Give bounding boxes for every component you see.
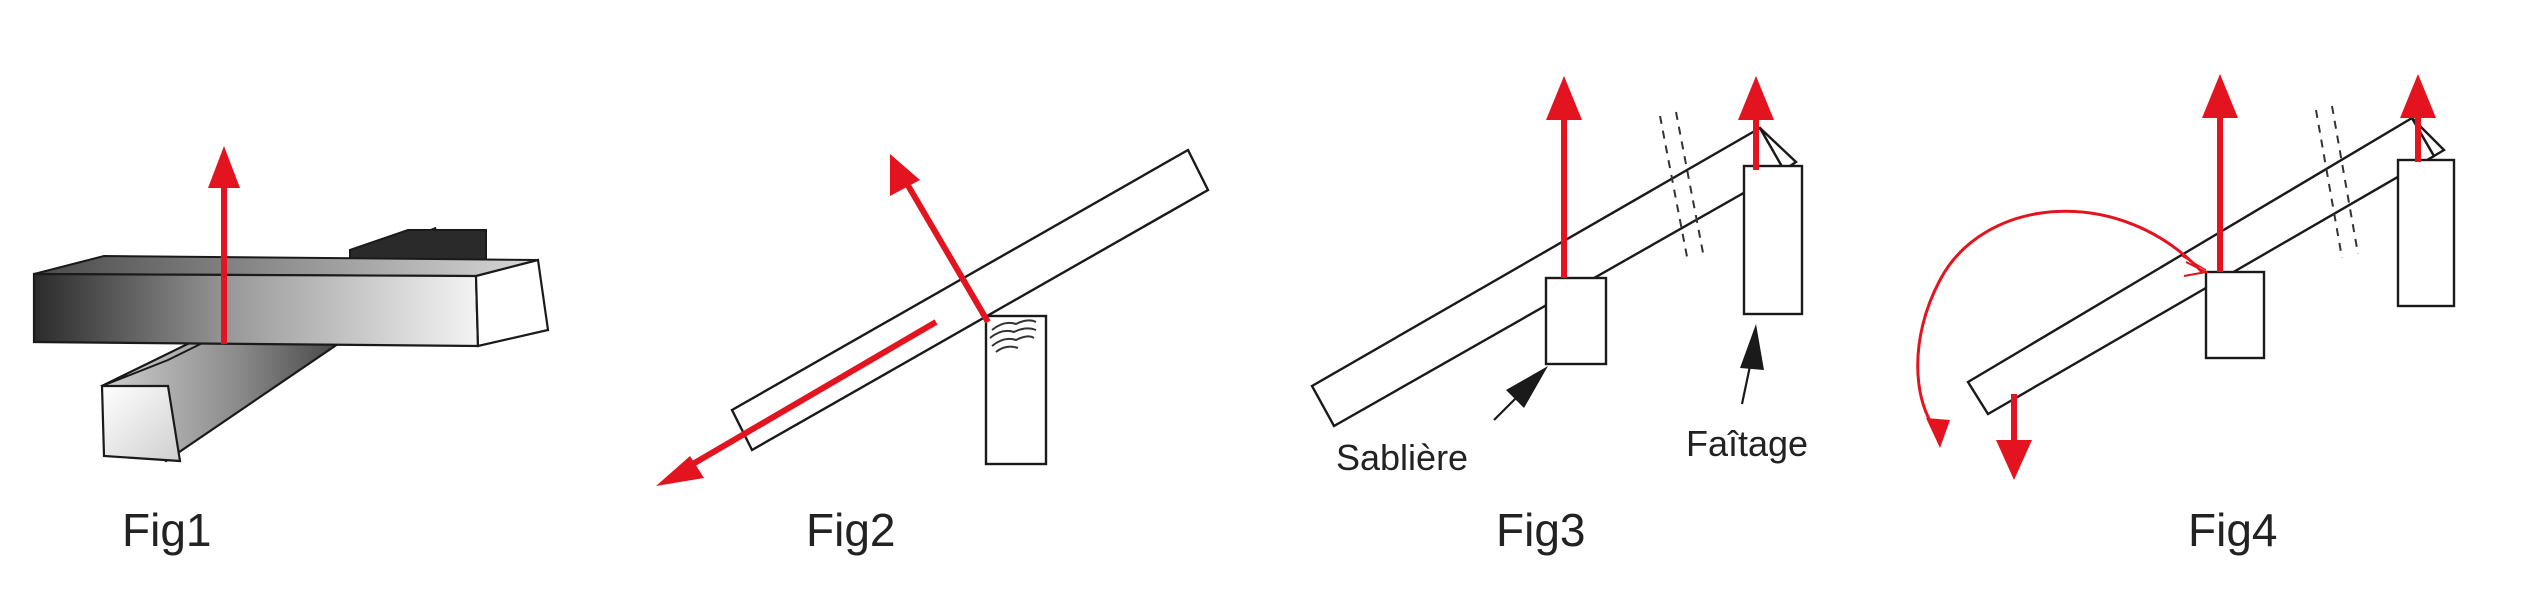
figure-4: Fig4 <box>1916 74 2456 556</box>
force-arrow-up <box>1738 76 1774 170</box>
break-mark <box>2315 109 2343 259</box>
break-mark <box>1675 111 1705 259</box>
callout-sabliere: Sablière <box>1336 437 1468 478</box>
force-arrow-up <box>2202 74 2238 272</box>
rafter <box>730 148 1210 452</box>
force-arrow-up <box>2400 74 2436 162</box>
wall-plate <box>1544 276 1608 366</box>
ridge-post <box>1742 164 1804 316</box>
rafter <box>1966 116 2436 416</box>
figure-2: Fig2 <box>656 148 1210 556</box>
top-beam-back <box>349 229 487 263</box>
sliding-force-arrow <box>656 319 938 486</box>
force-arrow-up <box>1546 76 1582 278</box>
rotation-arrow <box>1916 209 2210 448</box>
contact-hatch <box>989 319 1037 353</box>
figure-label: Fig3 <box>1496 504 1585 556</box>
force-arrow-up <box>208 146 240 344</box>
callout-faitage: Faîtage <box>1686 423 1808 464</box>
figure-label: Fig2 <box>806 504 895 556</box>
figure-1: Fig1 <box>32 146 550 556</box>
normal-force-arrow <box>890 154 991 324</box>
figure-label: Fig1 <box>122 504 211 556</box>
break-mark <box>2331 105 2359 255</box>
pointer-sabliere <box>1493 366 1548 421</box>
wall-plate <box>2204 270 2266 360</box>
figure-3: Sablière Faîtage Fig3 <box>1310 76 1808 556</box>
figure-label: Fig4 <box>2188 504 2277 556</box>
post <box>984 314 1048 466</box>
ridge-post <box>2396 158 2456 308</box>
force-arrow-down <box>1996 394 2032 480</box>
break-mark <box>1659 115 1689 263</box>
pointer-faitage <box>1740 324 1764 405</box>
upper-beam <box>32 254 550 348</box>
